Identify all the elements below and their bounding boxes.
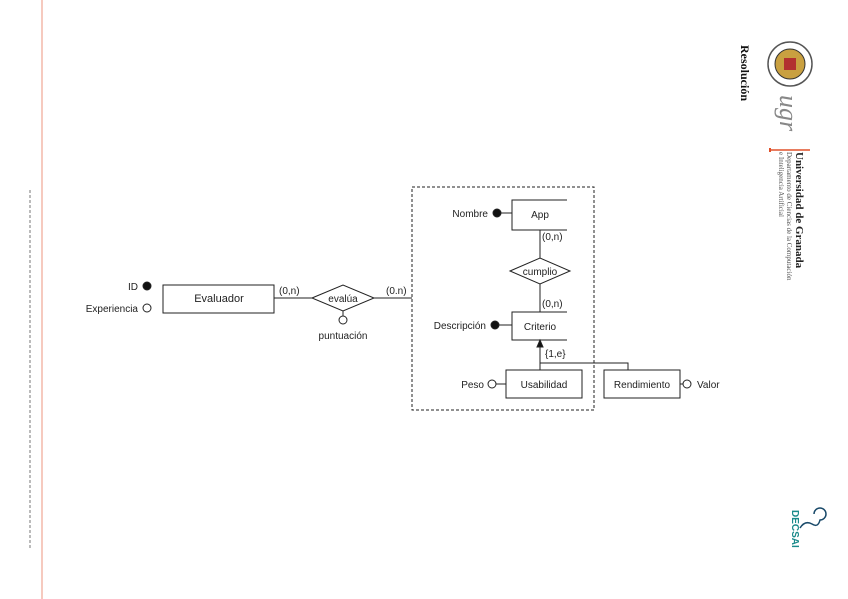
- label-rendimiento: Rendimiento: [614, 380, 671, 391]
- key-attribute-icon: [492, 208, 502, 218]
- label-valor: Valor: [697, 380, 720, 391]
- department-line2: e Inteligencia Artificial: [777, 152, 785, 217]
- label-puntuacion: puntuación: [319, 331, 368, 342]
- ugr-logo-text: ugr: [774, 95, 803, 132]
- arrow-icon: [536, 338, 544, 348]
- attribute-icon: [682, 379, 692, 389]
- cardinality: (0,n): [542, 299, 563, 310]
- label-usabilidad: Usabilidad: [521, 380, 568, 391]
- attribute-icon: [142, 303, 152, 313]
- label-evaluador: Evaluador: [194, 293, 244, 305]
- label-descripcion: Descripción: [434, 321, 486, 332]
- department-line1: Departamento de Ciencias de la Computaci…: [785, 152, 793, 281]
- key-attribute-icon: [490, 320, 500, 330]
- entity-rendimiento: [603, 369, 681, 399]
- label-criterio: Criterio: [524, 322, 557, 333]
- page-title: Resolución: [738, 45, 752, 101]
- decsai-logo-text: DECSAI: [789, 510, 800, 548]
- cardinality: (0,n): [542, 232, 563, 243]
- label-peso: Peso: [461, 380, 484, 391]
- attribute-icon: [338, 315, 348, 325]
- diagram-labels: Evaluador ID Experiencia (0,n) evalúa pu…: [86, 209, 721, 391]
- entity-evaluador: [162, 284, 275, 314]
- label-experiencia: Experiencia: [86, 304, 139, 315]
- key-attribute-icon: [142, 281, 152, 291]
- decsai-logo-icon: [799, 507, 827, 529]
- aggregation-box: [411, 186, 595, 411]
- entity-usabilidad: [505, 369, 583, 399]
- attribute-icon: [487, 379, 497, 389]
- relationship-cumplio: [508, 257, 572, 285]
- university-name: Universidad de Granada: [793, 152, 805, 269]
- specialization-label: {1,e}: [545, 349, 566, 360]
- label-id: ID: [128, 282, 138, 293]
- er-diagram: [142, 186, 692, 411]
- header: ugr Universidad de Granada Departamento …: [738, 41, 827, 548]
- label-evalua: evalúa: [328, 294, 358, 305]
- label-app: App: [531, 210, 549, 221]
- label-nombre: Nombre: [452, 209, 488, 220]
- cardinality: (0,n): [279, 286, 300, 297]
- cardinality: (0.n): [386, 286, 407, 297]
- label-cumplio: cumplio: [523, 267, 558, 278]
